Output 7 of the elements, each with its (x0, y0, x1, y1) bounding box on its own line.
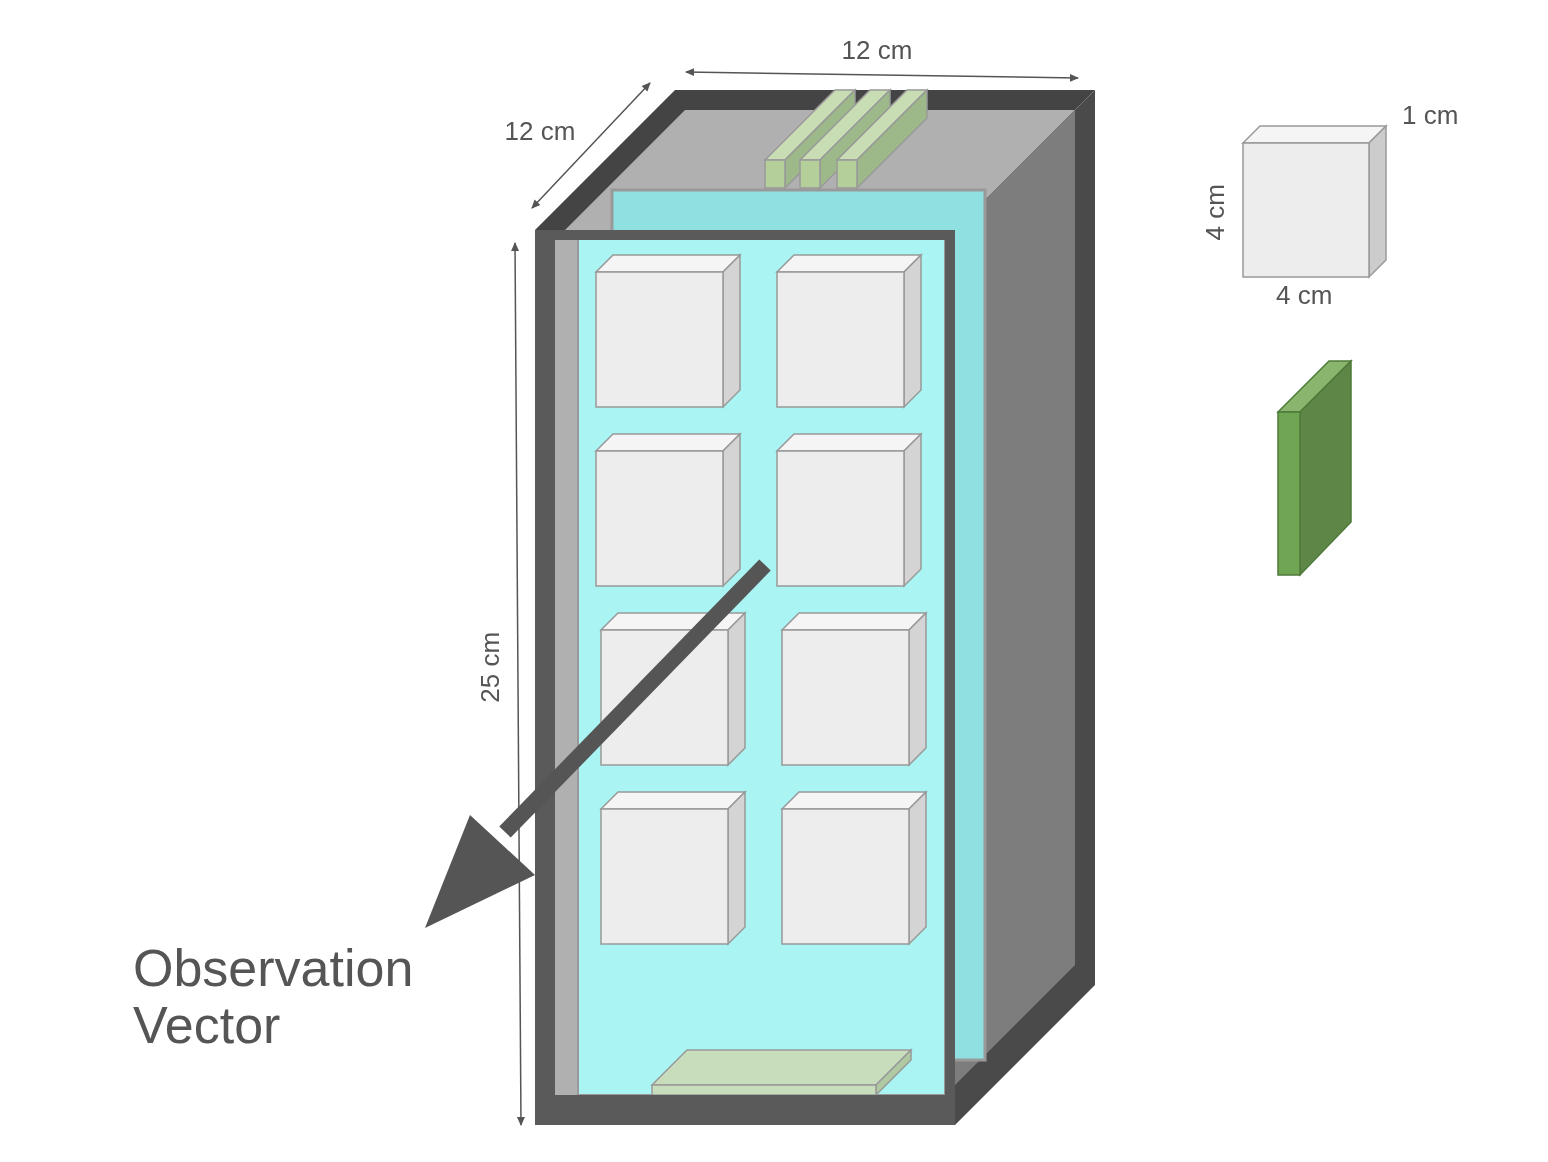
dimension-label: 1 cm (1402, 100, 1459, 130)
dimension-label: 25 cm (475, 631, 505, 703)
dimension-label: 4 cm (1200, 183, 1230, 240)
dimension-label: 12 cm (504, 116, 576, 146)
dimension-label: 12 cm (841, 35, 913, 65)
arrow-caption: Observation Vector (133, 940, 415, 1055)
dimension-label: 4 cm (1276, 280, 1333, 310)
